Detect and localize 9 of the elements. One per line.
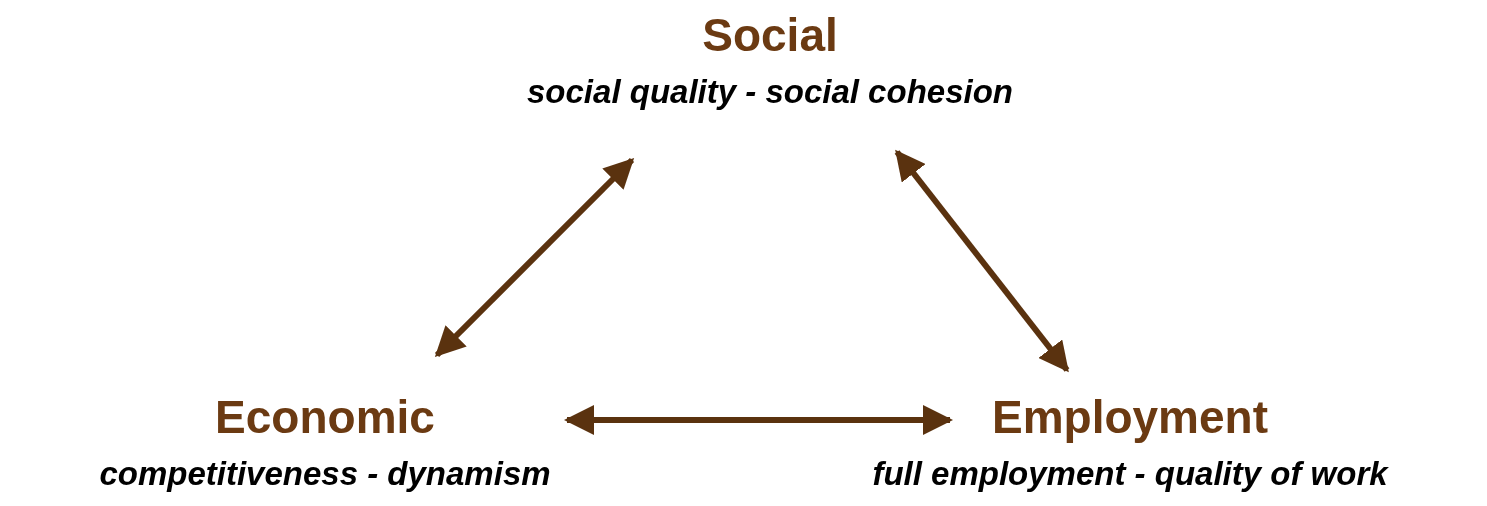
node-heading: Economic xyxy=(215,390,435,444)
node-heading: Social xyxy=(702,8,838,62)
node-description: full employment - quality of work xyxy=(872,454,1388,494)
double-headed-arrow xyxy=(564,405,953,435)
double-headed-arrow xyxy=(434,157,635,358)
node-description: social quality - social cohesion xyxy=(527,72,1013,112)
node-heading: Employment xyxy=(991,390,1268,444)
double-headed-arrow xyxy=(894,149,1070,373)
node-description: competitiveness - dynamism xyxy=(99,454,551,494)
